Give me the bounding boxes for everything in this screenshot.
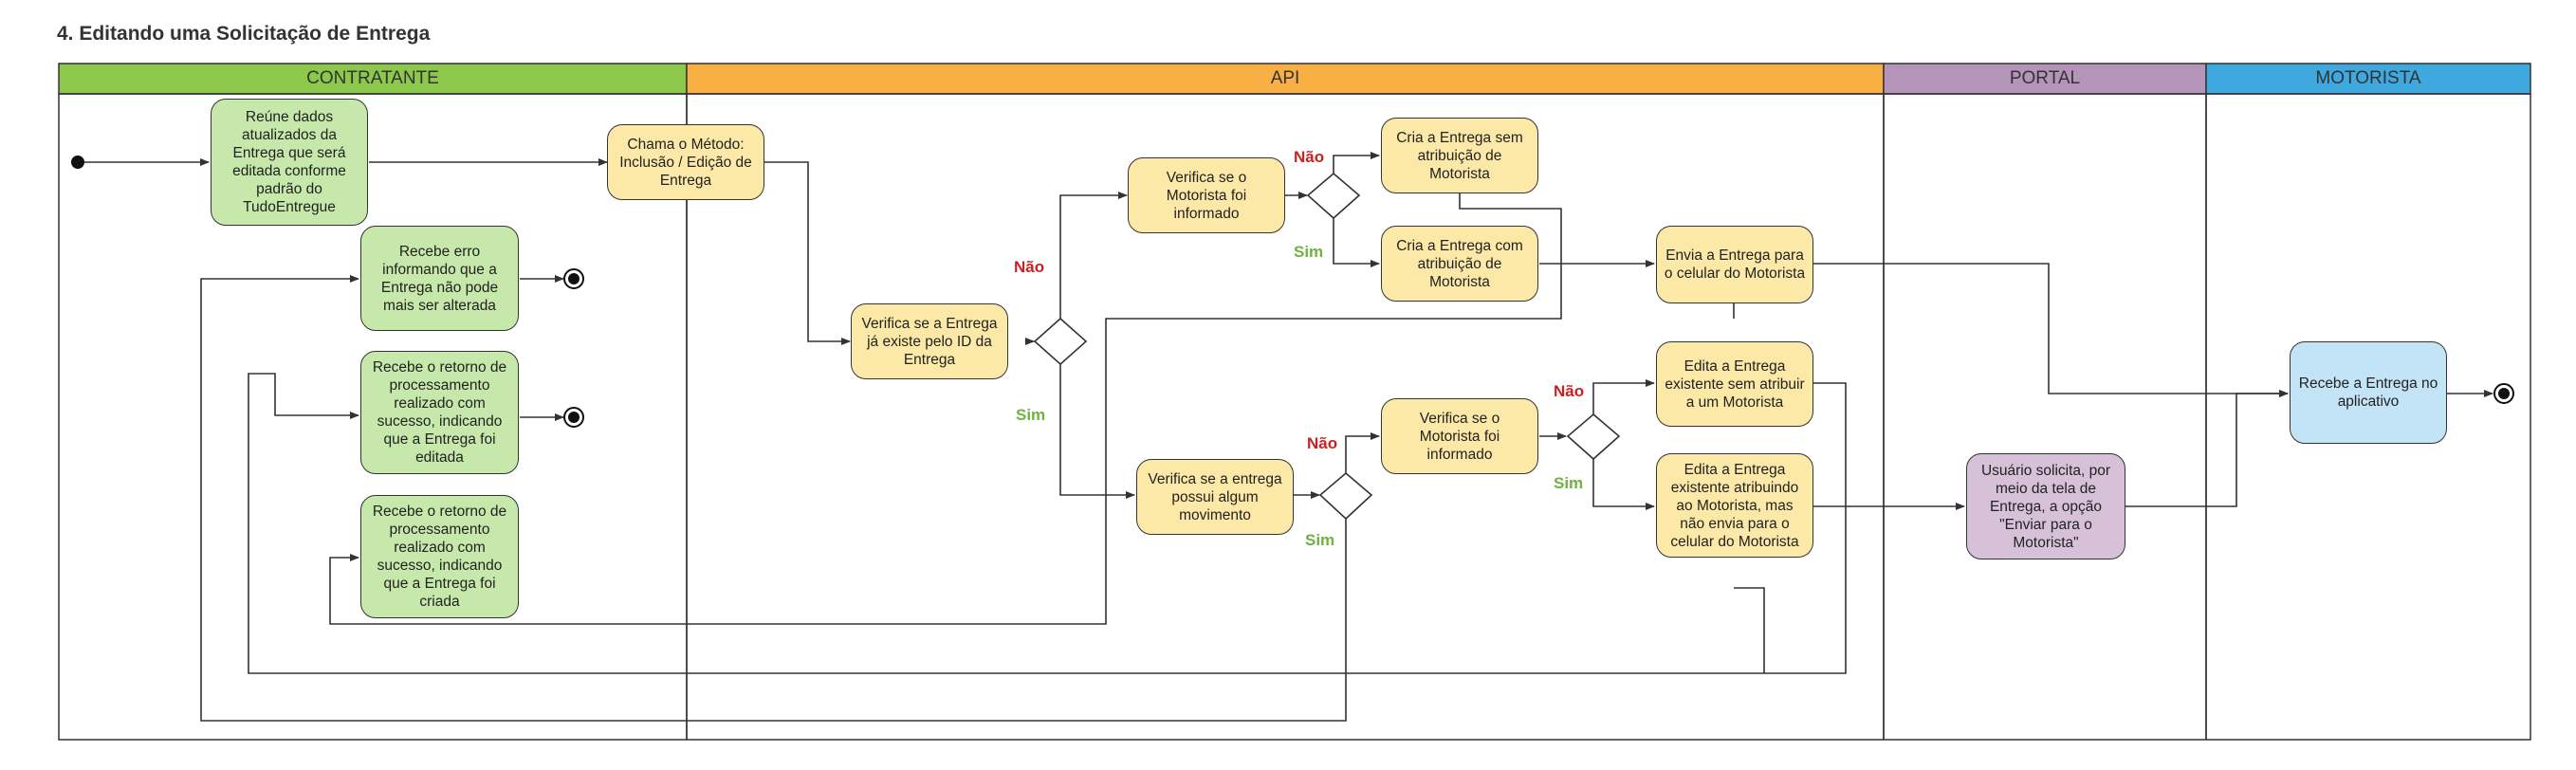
edge-decision-sim [1059,364,1135,499]
label-nao: Não [1554,382,1585,400]
label-nao: Não [1307,434,1338,452]
edge-usuario-to-recebe-app [2125,390,2289,507]
node-recebe-aplicativo: Recebe a Entrega no aplicativo [2290,341,2447,444]
node-usuario-solicita: Usuário solicita, por meio da tela de En… [1966,453,2125,559]
node-recebe-erro: Recebe erro informando que a Entrega não… [360,226,519,331]
edge-decision4-sim [1592,459,1655,510]
lane-title-portal: PORTAL [2009,68,2081,88]
edge-edita-sem-to-retorno-editada [248,373,1847,674]
decision-diamond [1306,172,1361,220]
edge-decision3-sim [200,275,1347,722]
edge-envia-to-recebe-app [1812,263,2289,397]
decisions [1033,172,1621,521]
label-sim: Sim [1305,531,1335,549]
lane-title-api: API [1270,68,1300,88]
edge-decision-nao [1059,192,1128,319]
node-reune-dados: Reúne dados atualizados da Entrega que s… [211,99,368,226]
label-nao: Não [1014,258,1045,276]
diagram-title: 4. Editando uma Solicitação de Entrega [57,23,431,45]
decision-diamond [1318,471,1373,521]
node-edita-sem-motorista: Edita a Entrega existente sem atribuir a… [1656,341,1813,427]
node-cria-com-atribuicao: Cria a Entrega com atribuição de Motoris… [1381,226,1538,302]
label-nao: Não [1294,148,1325,166]
label-sim: Sim [1554,474,1584,492]
edge-decision2-sim [1333,218,1380,267]
edge-cria-sem-to-retorno-criada [329,193,1562,625]
start-node [71,156,84,169]
label-sim: Sim [1294,243,1324,261]
lane-title-contratante: CONTRATANTE [306,68,439,88]
lane-motorista [2205,93,2531,741]
end-node-erro [563,268,584,289]
node-retorno-editada: Recebe o retorno de processamento realiz… [360,351,519,474]
node-cria-sem-atribuicao: Cria a Entrega sem atribuição de Motoris… [1381,118,1538,193]
swimlanes [58,63,2531,741]
terminals [71,156,2514,428]
lane-portal [1883,93,2207,741]
edge-decision2-nao [1333,152,1380,174]
node-verifica-existe: Verifica se a Entrega já existe pelo ID … [851,303,1008,379]
node-edita-com-motorista: Edita a Entrega existente atribuindo ao … [1656,453,1813,558]
lane-title-motorista: MOTORISTA [2315,68,2421,88]
end-node-app [2493,383,2514,404]
node-envia-entrega: Envia a Entrega para o celular do Motori… [1656,226,1813,303]
label-sim: Sim [1016,406,1046,424]
connectors [78,152,2493,722]
edge-decision4-nao [1592,379,1655,414]
node-verifica-motorista-2: Verifica se o Motorista foi informado [1381,398,1538,474]
decision-diamond [1033,317,1088,366]
node-chama-metodo: Chama o Método: Inclusão / Edição de Ent… [607,124,764,200]
lane-motorista-header [2205,63,2531,95]
node-retorno-criada: Recebe o retorno de processamento realiz… [360,495,519,618]
node-verifica-movimento: Verifica se a entrega possui algum movim… [1136,459,1294,535]
edge-decision3-nao [1345,432,1380,473]
decision-diamond [1566,412,1621,461]
node-verifica-motorista-1: Verifica se o Motorista foi informado [1128,157,1285,233]
edge-chama-to-verifica-existe [764,161,851,345]
edge-edita-com-to-retorno-editada [1734,587,1765,673]
end-node-editada [563,407,584,428]
